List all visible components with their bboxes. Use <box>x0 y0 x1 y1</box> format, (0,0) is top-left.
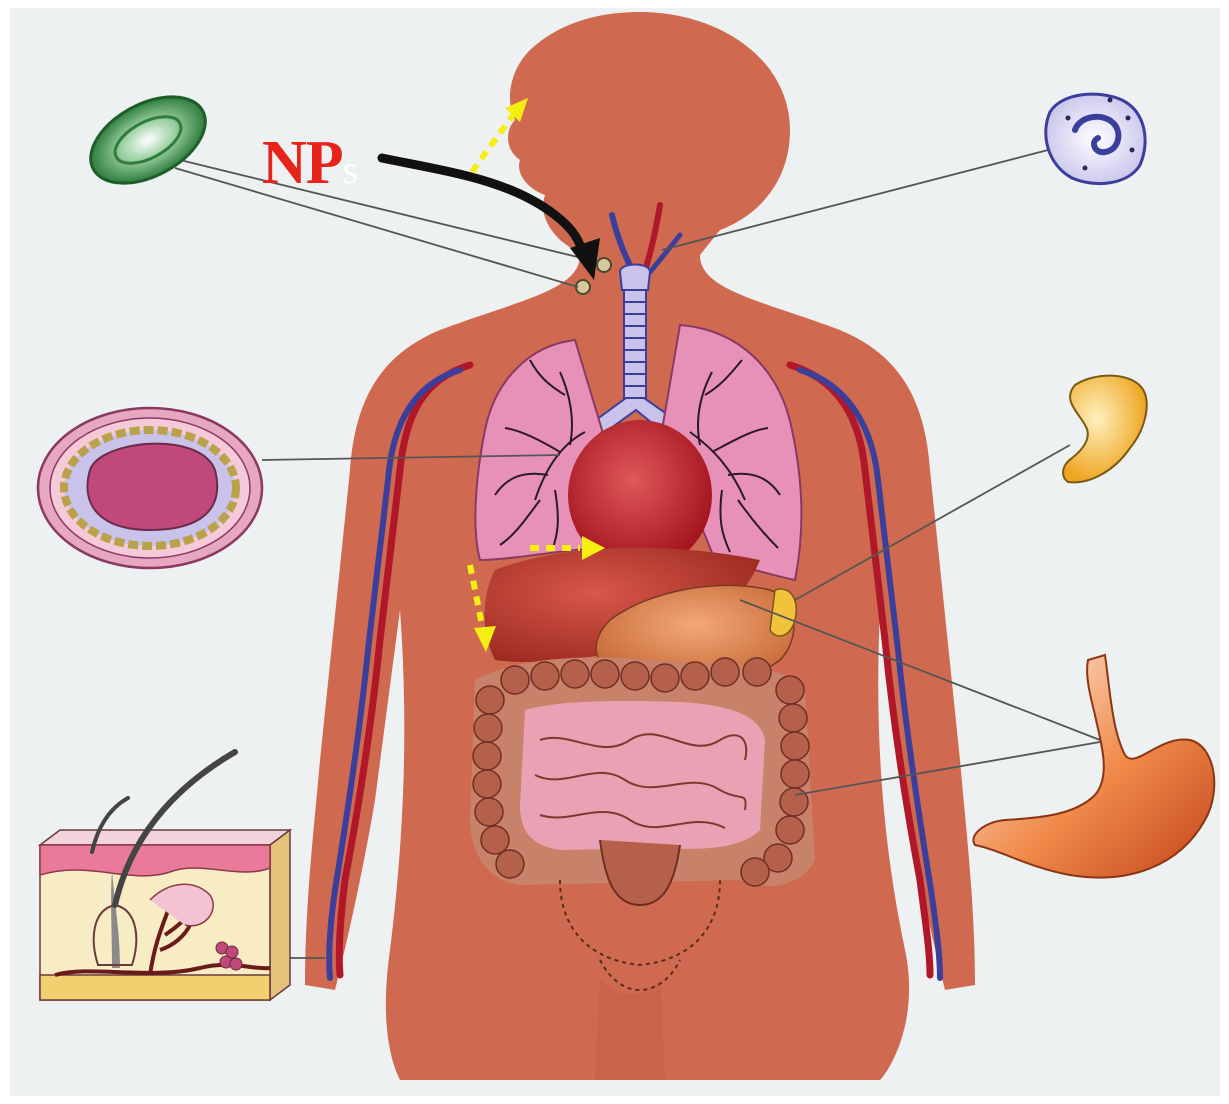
nps-label-suffix: s <box>343 147 359 192</box>
airway-cross-section-icon <box>38 408 262 568</box>
white-blood-cell-icon <box>1046 94 1145 183</box>
nps-label-main: NP <box>262 129 343 197</box>
nps-label: NPs <box>262 128 358 199</box>
